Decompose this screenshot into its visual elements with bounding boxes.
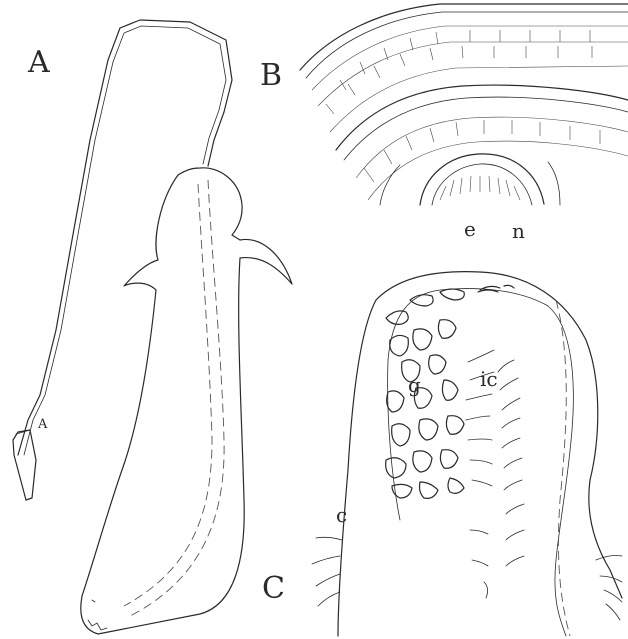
panel-b-inner-cells bbox=[356, 117, 628, 200]
panel-c-label: C bbox=[262, 571, 285, 606]
panel-a: A A bbox=[13, 20, 292, 634]
panel-b-label-n: n bbox=[512, 219, 525, 243]
panel-c-label-ic: ic bbox=[480, 367, 498, 391]
panel-a-label: A bbox=[27, 45, 50, 80]
panel-c-label-c: c bbox=[336, 503, 347, 527]
panel-b-label: B bbox=[260, 58, 282, 93]
panel-b-lumen-wall bbox=[420, 154, 544, 205]
panel-b-outer-wall bbox=[300, 4, 628, 70]
panel-c-outer-wall bbox=[338, 272, 622, 636]
panel-b-lumen-villi bbox=[440, 176, 520, 200]
panel-a-filament-inner bbox=[24, 26, 226, 455]
panel-b-outer-cells bbox=[312, 26, 628, 132]
panel-b-label-e: e bbox=[464, 217, 476, 241]
panel-c: C g ic c bbox=[262, 272, 622, 636]
panel-a-body bbox=[81, 168, 292, 634]
panel-c-gland-cluster bbox=[386, 289, 498, 498]
panel-b-right-wall bbox=[548, 162, 560, 205]
panel-c-inner-wall bbox=[388, 289, 574, 636]
panel-a-base-detail bbox=[88, 600, 107, 630]
panel-a-internal-canal-2 bbox=[124, 184, 212, 606]
panel-a-filament bbox=[18, 20, 232, 455]
panel-c-capillaries-left bbox=[312, 537, 342, 606]
panel-a-internal-canal bbox=[130, 180, 224, 616]
panel-a-marker: A bbox=[37, 417, 48, 432]
panel-b-left-wall bbox=[380, 165, 400, 205]
panel-a-basal-segment bbox=[13, 430, 36, 500]
panel-c-label-g: g bbox=[408, 373, 421, 397]
panel-b: B e n bbox=[260, 4, 628, 243]
panel-b-lumen-inner bbox=[432, 164, 532, 205]
